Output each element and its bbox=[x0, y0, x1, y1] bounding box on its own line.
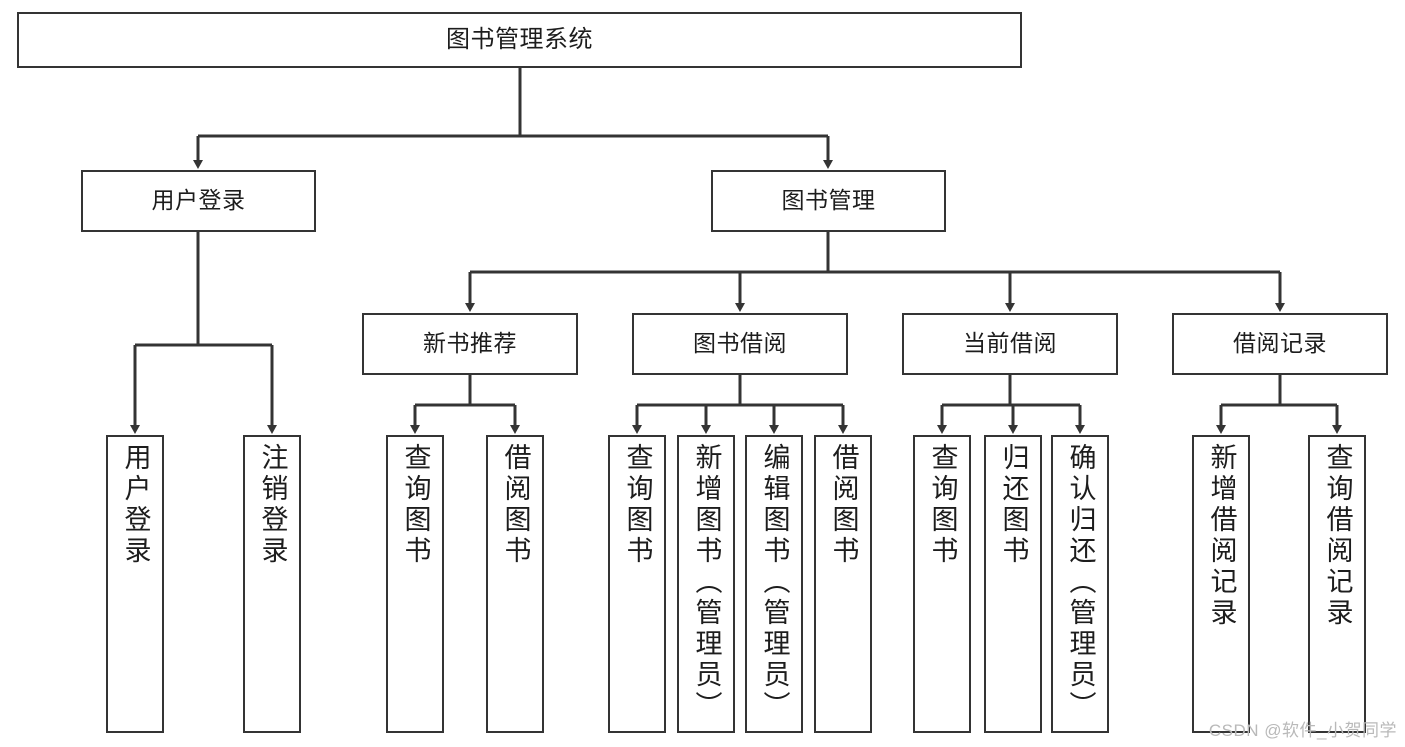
node-leaf-add-book-label: 新增图书（管理员） bbox=[691, 443, 722, 722]
node-leaf-return-book[interactable]: 归还图书 bbox=[984, 435, 1042, 733]
node-user-login-label: 用户登录 bbox=[151, 187, 246, 214]
node-book-manage-label: 图书管理 bbox=[781, 187, 876, 214]
node-user-login[interactable]: 用户登录 bbox=[81, 170, 316, 232]
node-leaf-borrow-book-1-label: 借阅图书 bbox=[500, 443, 531, 567]
node-leaf-add-book[interactable]: 新增图书（管理员） bbox=[677, 435, 735, 733]
node-book-manage[interactable]: 图书管理 bbox=[711, 170, 946, 232]
node-leaf-add-record-label: 新增借阅记录 bbox=[1206, 443, 1237, 629]
node-leaf-query-book-3[interactable]: 查询图书 bbox=[913, 435, 971, 733]
node-borrow-record-label: 借阅记录 bbox=[1233, 330, 1327, 357]
node-current-borrow[interactable]: 当前借阅 bbox=[902, 313, 1118, 375]
node-new-book-recommend-label: 新书推荐 bbox=[423, 330, 517, 357]
node-leaf-logout[interactable]: 注销登录 bbox=[243, 435, 301, 733]
node-leaf-return-book-label: 归还图书 bbox=[998, 443, 1029, 567]
node-leaf-add-record[interactable]: 新增借阅记录 bbox=[1192, 435, 1250, 733]
node-leaf-query-book-1-label: 查询图书 bbox=[400, 443, 431, 567]
node-leaf-user-login[interactable]: 用户登录 bbox=[106, 435, 164, 733]
node-leaf-query-record[interactable]: 查询借阅记录 bbox=[1308, 435, 1366, 733]
node-leaf-user-login-label: 用户登录 bbox=[120, 443, 151, 567]
node-leaf-confirm-return-label: 确认归还（管理员） bbox=[1065, 443, 1096, 722]
node-leaf-query-book-2-label: 查询图书 bbox=[622, 443, 653, 567]
node-leaf-logout-label: 注销登录 bbox=[257, 443, 288, 567]
node-borrow-record[interactable]: 借阅记录 bbox=[1172, 313, 1388, 375]
node-root-label: 图书管理系统 bbox=[446, 25, 593, 53]
node-leaf-edit-book-label: 编辑图书（管理员） bbox=[759, 443, 790, 722]
node-leaf-query-book-1[interactable]: 查询图书 bbox=[386, 435, 444, 733]
node-leaf-query-book-3-label: 查询图书 bbox=[927, 443, 958, 567]
node-root[interactable]: 图书管理系统 bbox=[17, 12, 1022, 68]
node-book-borrow-label: 图书借阅 bbox=[693, 330, 787, 357]
node-leaf-edit-book[interactable]: 编辑图书（管理员） bbox=[745, 435, 803, 733]
node-leaf-query-record-label: 查询借阅记录 bbox=[1322, 443, 1353, 629]
node-leaf-query-book-2[interactable]: 查询图书 bbox=[608, 435, 666, 733]
node-current-borrow-label: 当前借阅 bbox=[963, 330, 1057, 357]
node-leaf-confirm-return[interactable]: 确认归还（管理员） bbox=[1051, 435, 1109, 733]
watermark-text: CSDN @软件_小贺同学 bbox=[1208, 721, 1397, 740]
node-new-book-recommend[interactable]: 新书推荐 bbox=[362, 313, 578, 375]
node-leaf-borrow-book-2[interactable]: 借阅图书 bbox=[814, 435, 872, 733]
node-leaf-borrow-book-2-label: 借阅图书 bbox=[828, 443, 859, 567]
node-book-borrow[interactable]: 图书借阅 bbox=[632, 313, 848, 375]
node-leaf-borrow-book-1[interactable]: 借阅图书 bbox=[486, 435, 544, 733]
